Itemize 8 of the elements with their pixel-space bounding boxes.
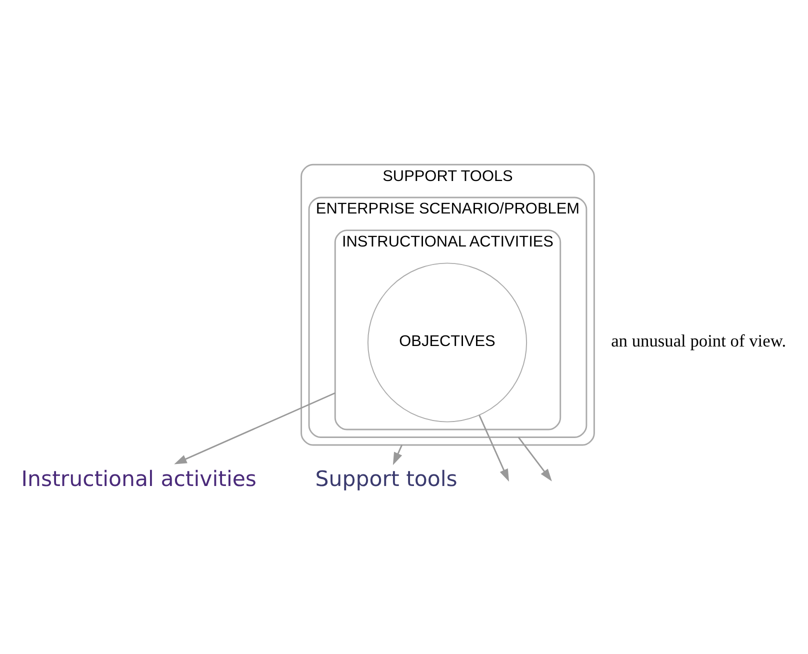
node-text: Instructional activities [21,466,257,492]
arrow [478,414,510,482]
label: an unusual point of view. [611,331,786,350]
node-text: Support tools [315,466,458,492]
node-circle: OBJECTIVES [367,262,528,422]
arrow [392,444,403,465]
arrow [174,392,336,464]
arrow [518,436,552,481]
